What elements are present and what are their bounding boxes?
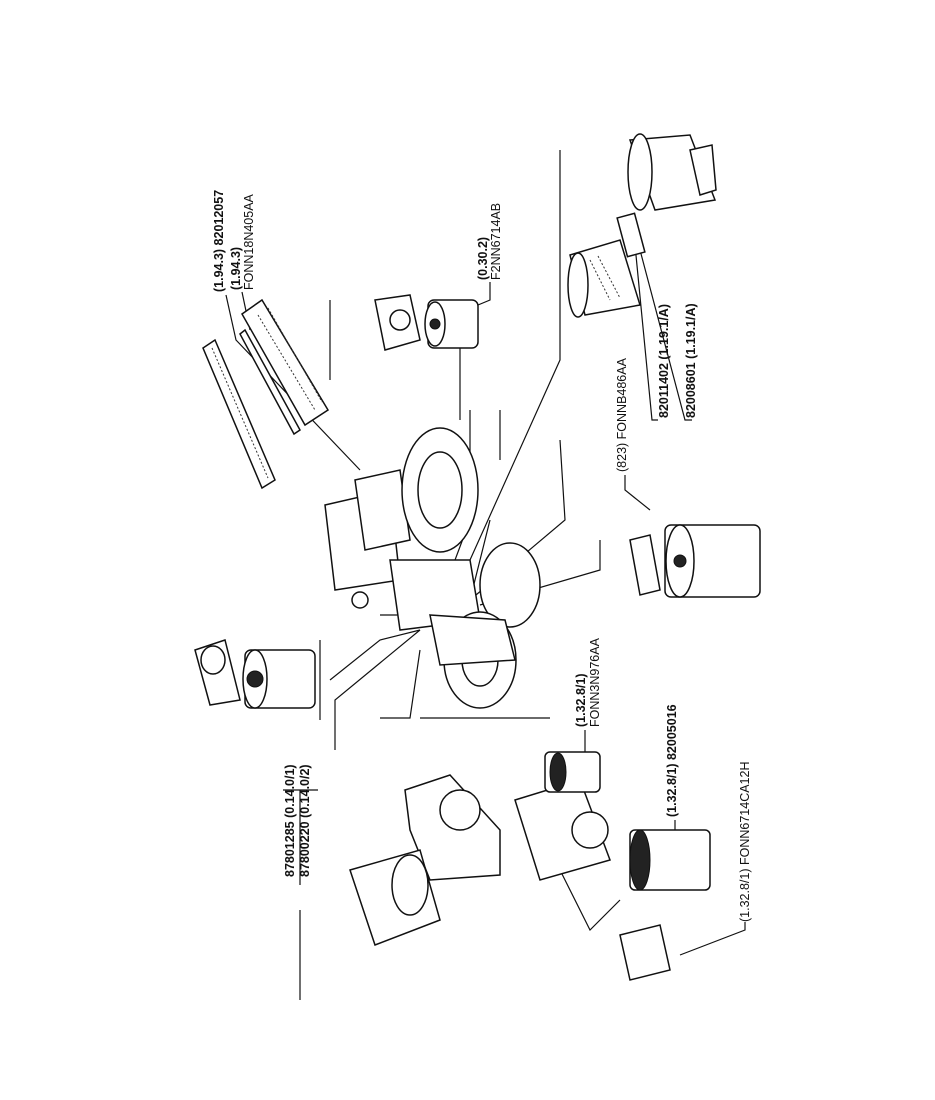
label-trans-filter-code: FONN3N976AA <box>588 637 602 727</box>
fuel-prefilter-drawing <box>374 294 479 351</box>
cab-filter-drawing <box>202 298 330 490</box>
label-air-filter-outer: 82011402 (1.19.1/A) <box>657 304 671 418</box>
label-trans-filter-c: (1.32.8/1) FONN6714CA12H <box>738 762 752 923</box>
label-fuel-prefilter-ref: (0.30.2) <box>476 237 490 280</box>
air-filter-drawing <box>567 133 717 318</box>
label-trans-filter-ref: (1.32.8/1) <box>574 673 588 727</box>
label-fuel-prefilter-code: F2NN6714AB <box>489 203 503 280</box>
pump-assembly-drawing <box>349 751 711 981</box>
label-trans-filter-b: (1.32.8/1) 82005016 <box>665 704 679 817</box>
label-engine-oil-filter-a: 87801285 (0.14.0/1) <box>283 764 297 877</box>
label-engine-oil-filter-b: 87800220 (0.14.0/2) <box>298 764 312 877</box>
label-hydraulic-filter: (823) FONNB486AA <box>615 357 629 472</box>
part-labels: (1.94.3) 82012057 (1.94.3) FONN18N405AA … <box>212 190 752 922</box>
label-cab-filter-b-code: FONN18N405AA <box>242 193 256 290</box>
label-cab-filter-b-ref: (1.94.3) <box>229 247 243 290</box>
hydraulic-filter-drawing <box>629 524 761 598</box>
tractor-drawing <box>324 427 541 709</box>
label-cab-filter-a: (1.94.3) 82012057 <box>212 190 226 292</box>
label-air-filter-inner: 82008601 (1.19.1/A) <box>684 303 698 418</box>
engine-oil-filter-drawing <box>194 639 316 709</box>
